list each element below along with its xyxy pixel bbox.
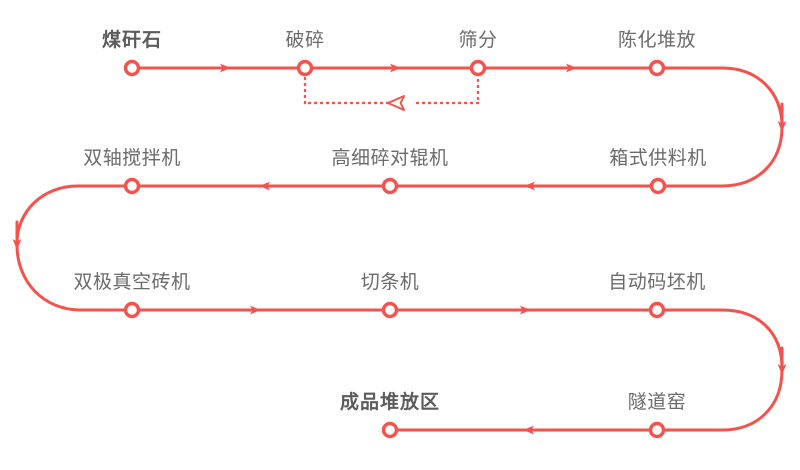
node-circle-meiganshi[interactable] — [123, 59, 141, 77]
uturn-left — [15, 184, 129, 245]
node-label-posui: 破碎 — [285, 30, 325, 51]
node-circle-shuangjizhenkongzhuanji[interactable] — [123, 301, 141, 319]
node-circle-zidongmapeiji[interactable] — [648, 301, 666, 319]
feedback-loop-arrowhead — [387, 95, 405, 111]
node-label-qietiaoji: 切条机 — [360, 272, 420, 293]
node-circle-qietiaoji[interactable] — [381, 301, 399, 319]
feedback-loop-group — [303, 72, 480, 105]
node-label-shaifen: 筛分 — [458, 30, 498, 51]
node-circle-suidaoyao[interactable] — [648, 421, 666, 439]
node-circle-chenhuaduifang[interactable] — [648, 59, 666, 77]
uturn-right-bottom — [661, 308, 784, 370]
node-circle-xiangshigongliaoji[interactable] — [649, 177, 667, 195]
node-label-shuangzhoujiaobanji: 双轴搅拌机 — [83, 148, 181, 169]
uturn-right-top — [661, 66, 784, 129]
node-circle-gaoxisuiduigunji[interactable] — [381, 177, 399, 195]
node-circle-chengpinduifangqu[interactable] — [381, 421, 399, 439]
node-circle-posui[interactable] — [296, 59, 314, 77]
uturn-right-bottom-lower — [661, 368, 784, 432]
node-label-xiangshigongliaoji: 箱式供料机 — [609, 148, 707, 169]
node-label-suidaoyao: 隧道窑 — [627, 392, 687, 413]
node-label-chengpinduifangqu: 成品堆放区 — [339, 392, 441, 413]
flow-path-group — [12, 63, 787, 435]
uturn-left-lower — [15, 243, 129, 312]
node-label-chenhuaduifang: 陈化堆放 — [617, 30, 697, 51]
node-circle-group — [123, 59, 667, 439]
node-circle-shuangzhoujiaobanji[interactable] — [123, 177, 141, 195]
node-label-gaoxisuiduigunji: 高细碎对辊机 — [331, 148, 449, 169]
node-label-meiganshi: 煤矸石 — [101, 30, 163, 51]
node-label-shuangjizhenkongzhuanji: 双极真空砖机 — [73, 272, 191, 293]
node-label-zidongmapeiji: 自动码坯机 — [608, 272, 706, 293]
uturn-right-top-lower — [661, 125, 784, 188]
node-circle-shaifen[interactable] — [469, 59, 487, 77]
